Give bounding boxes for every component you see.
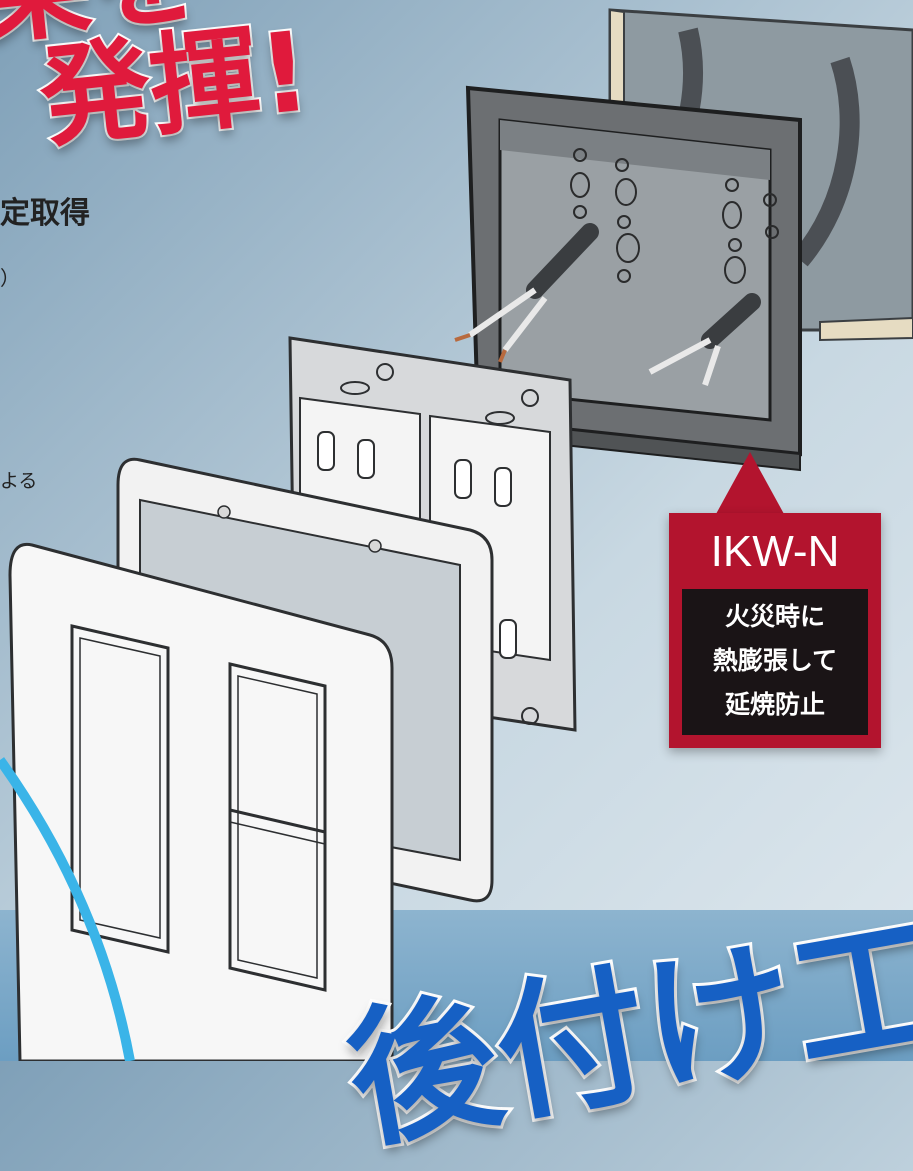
callout-description: 火災時に 熱膨張して 延焼防止 [682,589,868,735]
product-code: IKW-N [710,527,840,576]
text-fragment: よる [0,470,38,492]
headline-line2: 発揮! [32,5,318,165]
callout-line: 延焼防止 [724,690,825,719]
callout-line: 熱膨張して [712,646,838,675]
callout-pointer [716,452,784,514]
cover-plate-illustration [0,542,394,1061]
paren-fragment: ） [0,266,20,290]
callout-line: 火災時に [724,602,825,631]
sub-heading: 定取得 [0,196,90,231]
electrical-box-illustration [454,8,913,472]
product-callout: IKW-N 火災時に 熱膨張して 延焼防止 [669,513,881,748]
